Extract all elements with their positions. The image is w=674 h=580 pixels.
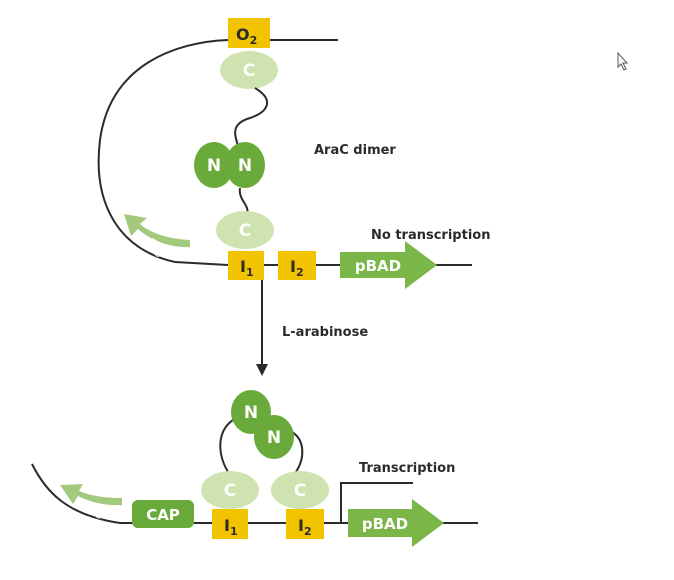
i1-label-top: I: [240, 257, 246, 276]
c-domain-bottom-i1: [201, 471, 259, 509]
arabinose-arrow: L-arabinose: [256, 280, 368, 376]
pc-promoter-bottom: PC: [60, 484, 122, 523]
c-domain-top-label: C: [243, 61, 255, 81]
n-domain-2-label: N: [238, 156, 252, 176]
mouse-cursor-icon: [617, 51, 629, 71]
pbad-arrow-top: pBAD: [340, 241, 437, 289]
linker-left-bottom: [219, 417, 237, 473]
pbad-label-bottom: pBAD: [362, 515, 408, 533]
linker-bottom: [238, 187, 249, 215]
pc-arrow-bottom: [60, 484, 122, 523]
dna-main-line-bottom: [31, 463, 478, 524]
linker-right-bottom: [291, 431, 304, 473]
svg-text:O2: O2: [236, 25, 257, 47]
c-domain-top: [220, 51, 278, 89]
c-domain-bottom-i1-label: C: [224, 481, 236, 501]
n-domain-bottom-1-label: N: [244, 403, 258, 423]
n-domain-bottom-2: [254, 415, 294, 459]
n-domain-bottom-2-label: N: [267, 428, 281, 448]
i2-label-top: I: [290, 257, 296, 276]
c-domain-i1-label: C: [239, 221, 251, 241]
bottom-panel: PC CAP N N C C I1 I2: [31, 390, 478, 547]
linker-top: [234, 87, 268, 147]
cap-protein: CAP: [132, 500, 194, 528]
top-panel: PC O2 C N N C I1 I2: [97, 18, 490, 289]
svg-text:I1: I1: [224, 516, 238, 538]
l-arabinose-label: L-arabinose: [282, 325, 368, 340]
pbad-arrow-bottom: pBAD: [348, 499, 444, 547]
i1-subscript-bottom: 1: [230, 525, 238, 538]
transcription-label: Transcription: [359, 461, 455, 476]
c-domain-bottom-i2-label: C: [294, 481, 306, 501]
pbad-label-top: pBAD: [355, 257, 401, 275]
svg-text:I2: I2: [290, 257, 304, 279]
i2-subscript-bottom: 2: [304, 525, 312, 538]
pc-arrow-top: [124, 214, 190, 265]
n-domain-2: [225, 142, 265, 188]
n-domain-1: [194, 142, 234, 188]
dna-loop: [97, 39, 229, 266]
transcription-start-line: [340, 482, 413, 523]
i2-site-top: I2: [278, 251, 316, 280]
cap-label: CAP: [146, 506, 180, 524]
c-domain-i1: [216, 211, 274, 249]
i1-subscript-top: 1: [246, 266, 254, 279]
n-domain-1-label: N: [207, 156, 221, 176]
arac-dimer-label: AraC dimer: [314, 143, 396, 158]
i2-label-bottom: I: [298, 516, 304, 535]
o2-label: O: [236, 25, 250, 44]
pc-promoter-top: PC: [124, 214, 190, 265]
i1-label-bottom: I: [224, 516, 230, 535]
o2-subscript: 2: [250, 34, 258, 47]
i1-site-bottom: I1: [212, 509, 248, 539]
o2-site: O2: [228, 18, 270, 48]
c-domain-bottom-i2: [271, 471, 329, 509]
pc-label-bottom: PC: [83, 500, 107, 523]
no-transcription-label: No transcription: [371, 228, 490, 243]
i2-site-bottom: I2: [286, 509, 324, 539]
svg-text:I1: I1: [240, 257, 254, 279]
svg-text:I2: I2: [298, 516, 312, 538]
i2-subscript-top: 2: [296, 266, 304, 279]
i1-site-top: I1: [228, 251, 264, 280]
